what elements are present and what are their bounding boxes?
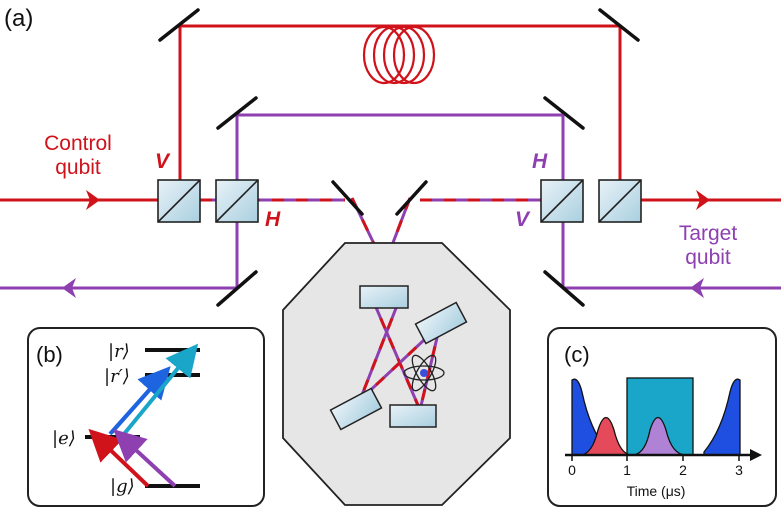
polarization-h-right: H <box>532 150 548 173</box>
target-output-arrow-icon <box>62 278 76 298</box>
tick-label: 0 <box>568 462 576 478</box>
transitions <box>88 343 199 488</box>
beam-splitter-icon <box>215 179 259 223</box>
target-input-arrow-icon <box>690 278 704 298</box>
cavity-mirrors <box>329 285 468 431</box>
cavity-mirror <box>389 404 437 428</box>
mirror <box>331 180 364 216</box>
polarization-v-left: V <box>155 150 171 173</box>
level-g-label: |g⟩ <box>110 476 135 497</box>
transition-purple <box>113 429 177 488</box>
beam-splitters <box>157 179 642 223</box>
cavity-mirror <box>359 285 409 309</box>
atom-icon <box>403 354 445 392</box>
mirror <box>158 8 200 42</box>
panel-label-c: (c) <box>564 342 590 367</box>
control-qubit-label-2: qubit <box>55 156 101 179</box>
beam-splitter-icon <box>540 179 584 223</box>
polarization-h-left: H <box>265 208 281 231</box>
fiber-coil-icon <box>362 25 436 85</box>
tick-label: 2 <box>679 462 687 478</box>
mirror <box>598 8 640 42</box>
target-qubit-label-2: qubit <box>685 246 731 269</box>
transition-blue-down <box>110 376 162 434</box>
control-qubit-label: Control <box>44 132 112 155</box>
panel-label-a: (a) <box>4 5 33 32</box>
cavity-mirror <box>414 301 468 345</box>
mirror <box>543 270 585 307</box>
mirrors <box>158 8 640 307</box>
mirror <box>216 96 258 130</box>
cavity-mirror <box>329 387 383 431</box>
panel-label-b: (b) <box>36 342 63 367</box>
time-axis-arrow-icon <box>750 449 762 461</box>
beam-splitter-icon <box>598 179 642 223</box>
mirror <box>543 96 585 130</box>
level-e-label: |e⟩ <box>52 428 76 449</box>
tick-label: 1 <box>623 462 631 478</box>
target-qubit-label: Target <box>679 222 738 245</box>
mirror <box>395 180 428 216</box>
control-output-arrow-icon <box>696 190 710 210</box>
pulse-purple <box>631 416 687 456</box>
pulse-red <box>579 416 633 456</box>
time-axis-label: Time (μs) <box>627 483 686 499</box>
mirror <box>216 270 258 307</box>
transition-cyan <box>122 343 199 436</box>
control-beam-path <box>0 24 781 202</box>
transition-red <box>88 428 150 488</box>
polarization-v-right: V <box>515 208 531 231</box>
time-ticks <box>571 455 740 461</box>
tick-label: 3 <box>735 462 743 478</box>
panel-b-box <box>27 327 265 507</box>
vacuum-chamber <box>282 242 511 506</box>
pulse-blue-right <box>703 378 741 456</box>
beam-splitter-icon <box>157 179 201 223</box>
control-input-arrow-icon <box>86 190 100 210</box>
level-r-label: |r⟩ <box>108 341 130 362</box>
level-r-prime-label: |r′⟩ <box>104 366 130 387</box>
pulse-sequence <box>571 377 741 456</box>
